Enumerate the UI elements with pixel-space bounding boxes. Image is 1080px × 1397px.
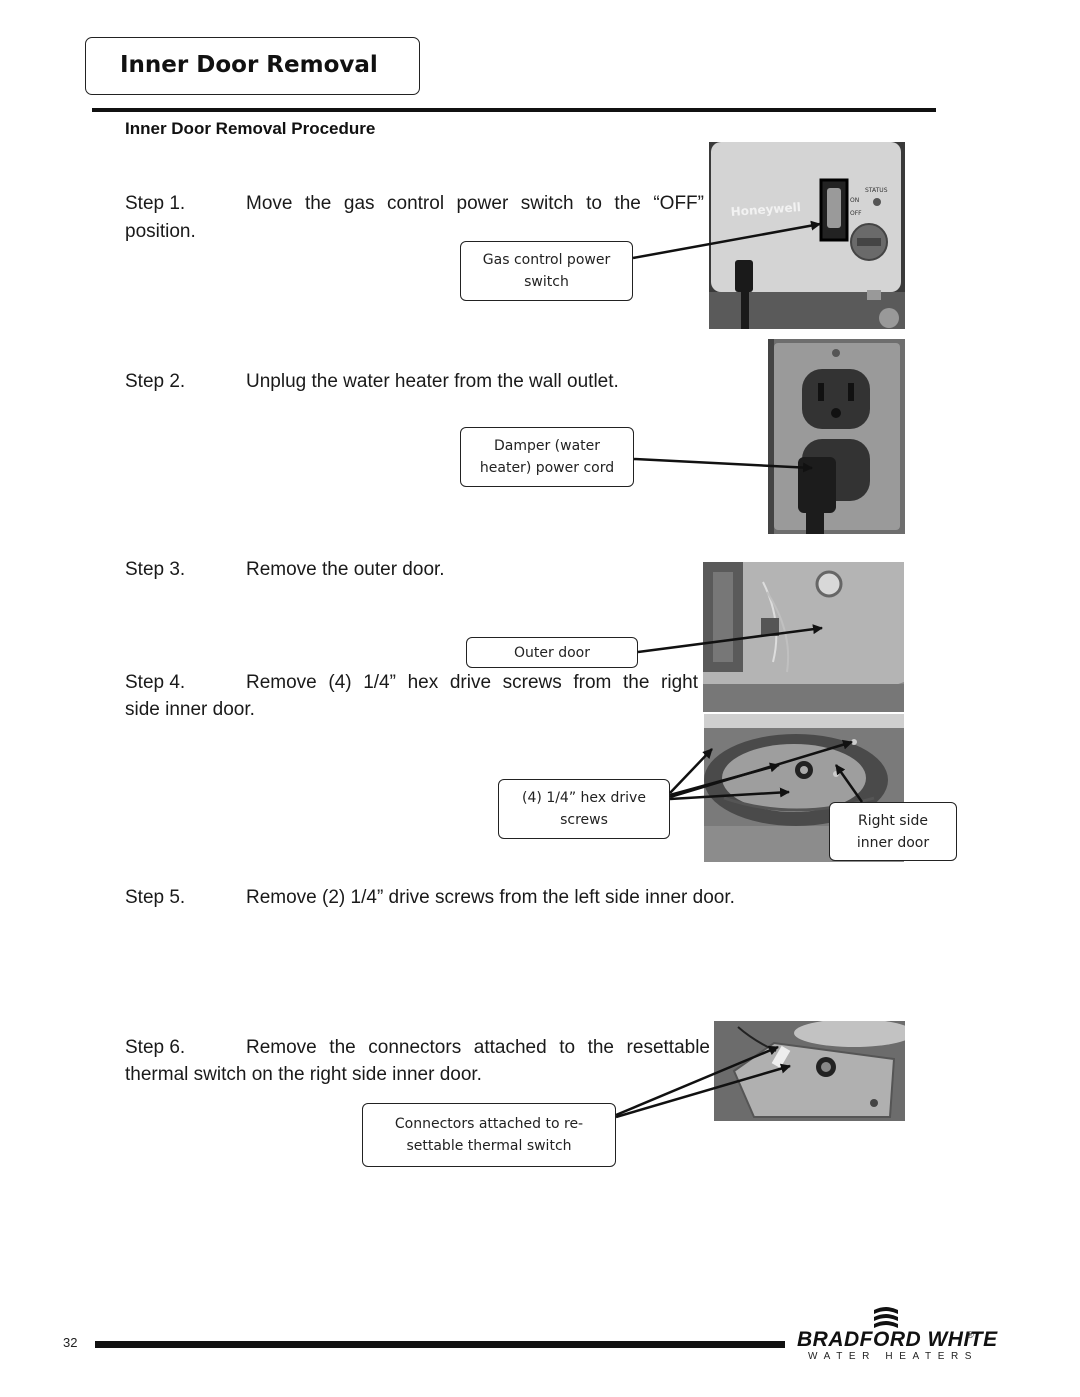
step-1-text-line2: position. xyxy=(125,221,196,242)
page-number: 32 xyxy=(63,1335,78,1350)
brand-name: BRADFORD WHITE xyxy=(797,1328,998,1351)
brand-tagline: WATER HEATERS xyxy=(808,1351,979,1362)
callout-outer-door-line1: Outer door xyxy=(514,644,590,661)
callout-power-cord-line1: Damper (water xyxy=(493,438,601,454)
step-2-text: Unplug the water heater from the wall ou… xyxy=(246,371,619,392)
arrow-connector-1 xyxy=(615,1045,779,1117)
header-rule xyxy=(92,108,936,112)
step-6-text-line2: thermal switch on the right side inner d… xyxy=(125,1064,482,1085)
callout-power-cord-line2: heater) power cord xyxy=(479,460,615,476)
arrow-right-inner-door xyxy=(834,764,864,803)
brand-logo-icon xyxy=(874,1307,898,1328)
arrow-connector-2 xyxy=(615,1063,791,1119)
step-6-text-line1: Remove the connectors attached to the re… xyxy=(246,1037,710,1058)
callout-hex-screws-line1: (4) 1/4” hex drive xyxy=(522,790,646,806)
step-1-label: Step 1. xyxy=(125,193,186,214)
callout-power-cord: Damper (water heater) power cord xyxy=(460,427,634,487)
section-heading: Inner Door Removal Procedure xyxy=(125,119,376,138)
callout-gas-switch-line2: switch xyxy=(524,274,569,290)
callout-connectors-line1: Connectors attached to re- xyxy=(394,1116,584,1132)
gas-control-brand-text: Honeywell xyxy=(730,200,801,219)
photo-gas-control: Honeywell STATUS ON OFF xyxy=(709,142,905,329)
title-box xyxy=(85,37,420,95)
callout-outer-door: Outer door xyxy=(466,637,638,668)
step-4-text-line2: side inner door. xyxy=(125,699,255,720)
step-6-label: Step 6. xyxy=(125,1037,186,1058)
brand-registered-mark: ® xyxy=(967,1330,974,1340)
callout-hex-screws: (4) 1/4” hex drive screws xyxy=(498,779,670,839)
outlet-illustration xyxy=(768,339,905,534)
step-4-text-line1: Remove (4) 1/4” hex drive screws from th… xyxy=(246,672,698,693)
step-5-label: Step 5. xyxy=(125,887,186,908)
photo-outer-door xyxy=(703,562,904,712)
outer-door-illustration xyxy=(703,562,904,712)
arrow-power-cord xyxy=(633,457,813,473)
thermal-switch-illustration xyxy=(714,1021,905,1121)
step-4-label: Step 4. xyxy=(125,672,186,693)
callout-connectors: Connectors attached to re-settable therm… xyxy=(362,1103,616,1167)
callout-right-inner-door-line2: inner door xyxy=(856,834,930,851)
off-label: OFF xyxy=(850,210,862,217)
arrow-screw-4 xyxy=(669,787,790,801)
step-2-label: Step 2. xyxy=(125,371,186,392)
step-5-text: Remove (2) 1/4” drive screws from the le… xyxy=(246,887,735,908)
on-label: ON xyxy=(850,197,859,204)
footer-rule xyxy=(95,1341,785,1348)
callout-right-inner-door: Right side inner door xyxy=(829,802,957,861)
step-3-label: Step 3. xyxy=(125,559,186,580)
arrow-gas-switch xyxy=(632,220,821,260)
step-1-text-line1: Move the gas control power switch to the… xyxy=(246,193,704,214)
callout-gas-switch: Gas control power switch xyxy=(460,241,633,301)
photo-thermal-switch xyxy=(714,1021,905,1121)
callout-connectors-line2: settable thermal switch xyxy=(406,1138,572,1154)
step-3-text: Remove the outer door. xyxy=(246,559,445,580)
callout-hex-screws-line2: screws xyxy=(560,812,608,828)
gas-control-illustration: Honeywell STATUS ON OFF xyxy=(709,142,905,329)
arrow-outer-door xyxy=(637,624,823,654)
status-label: STATUS xyxy=(865,187,888,194)
page-title: Inner Door Removal xyxy=(120,52,378,78)
callout-gas-switch-line1: Gas control power xyxy=(482,252,611,268)
photo-wall-outlet xyxy=(768,339,905,534)
arrow-screw-3 xyxy=(669,739,853,799)
arrow-screw-1 xyxy=(669,748,713,794)
callout-right-inner-door-line1: Right side xyxy=(857,812,928,829)
